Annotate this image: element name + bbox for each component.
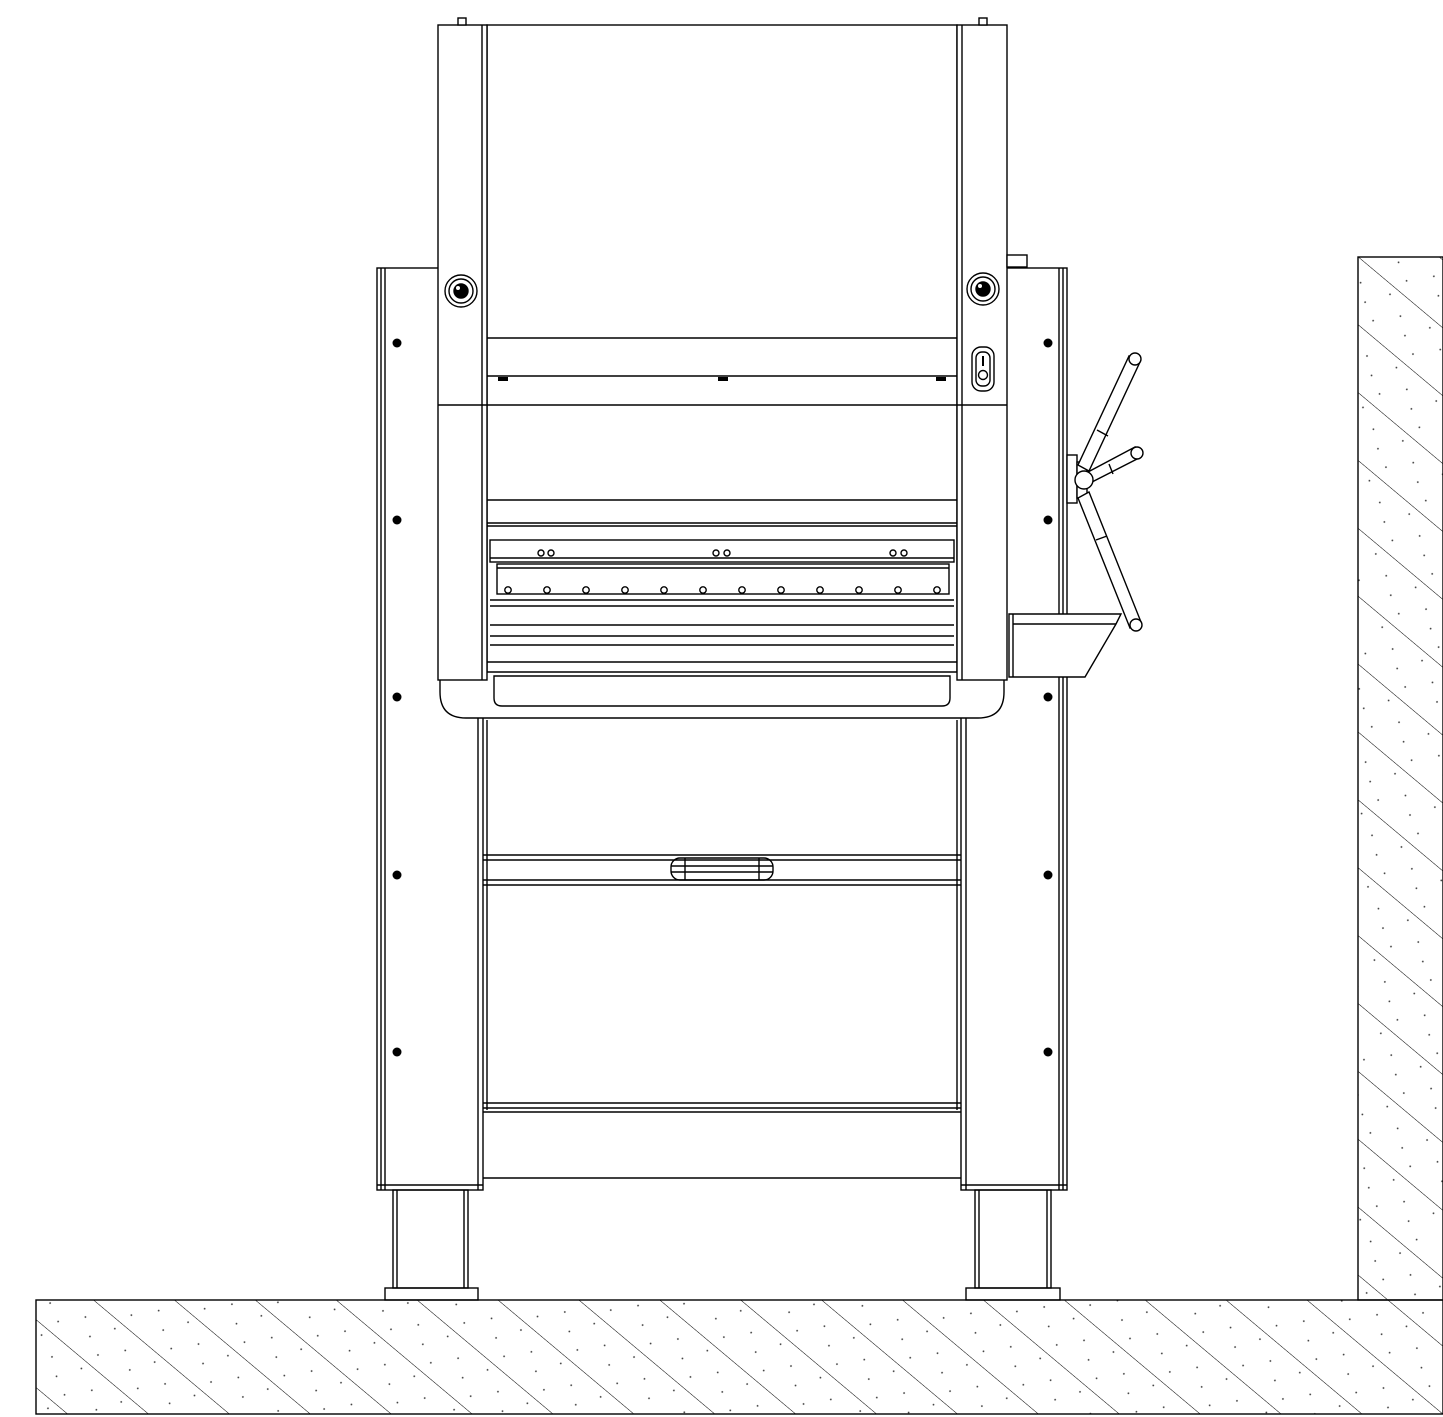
- top-screws: [498, 377, 946, 381]
- left-emergency-stop-button[interactable]: [444, 274, 478, 308]
- machine-body: [486, 24, 958, 686]
- left-leg: [384, 1189, 479, 1301]
- stand-bottom-rail: [483, 1102, 961, 1179]
- right-column: [956, 17, 1028, 681]
- stand-shelf: [483, 720, 961, 1110]
- floor-section: [35, 1299, 1443, 1415]
- roller-bearing-pairs: [537, 549, 908, 557]
- left-stand-panel: [376, 267, 484, 1191]
- drawer-handle[interactable]: [670, 857, 774, 881]
- left-column: [437, 17, 488, 681]
- roller-holes: [504, 586, 941, 594]
- adjustment-handwheel[interactable]: [1074, 352, 1144, 632]
- right-leg: [965, 1189, 1061, 1301]
- roller-assembly: [489, 539, 955, 646]
- side-tray: [1008, 613, 1123, 678]
- stand-bolts: [392, 338, 1053, 1057]
- front-tray: [439, 661, 1005, 719]
- wall-section: [1357, 256, 1443, 1301]
- on-off-switch[interactable]: [971, 346, 995, 392]
- right-emergency-stop-button[interactable]: [966, 272, 1000, 306]
